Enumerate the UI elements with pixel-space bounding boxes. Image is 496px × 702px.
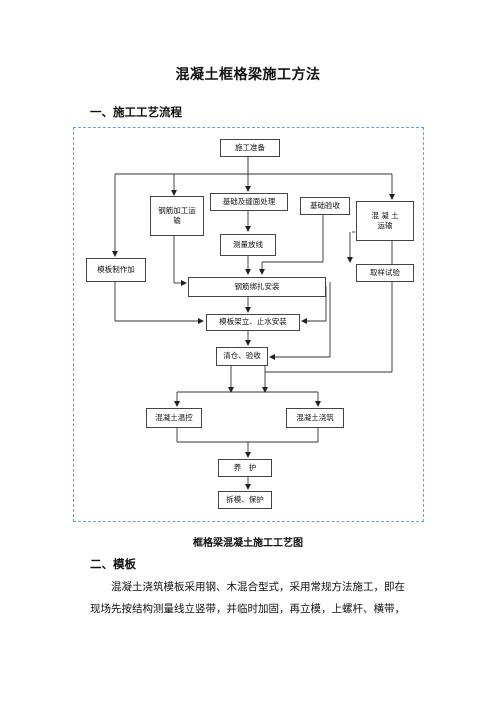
flow-step-formwork-make: 模板制作加 (86, 258, 146, 282)
flowchart-frame (73, 127, 424, 522)
flow-step-rebar-tie: 钢筋绑扎安装 (188, 277, 326, 297)
flow-step-survey: 测量放线 (220, 234, 276, 256)
section-heading-formwork: 二、模板 (90, 557, 136, 571)
flow-step-sampling: 取样试验 (356, 264, 414, 282)
flow-step-clean: 清仓、验收 (216, 347, 268, 366)
flow-step-formwork-install: 模板架立、止水安装 (206, 314, 300, 331)
flow-step-prep: 施工准备 (220, 139, 280, 157)
flow-step-cure: 养 护 (218, 459, 272, 477)
figure-caption: 框格梁混凝土施工工艺图 (193, 538, 303, 549)
document-title: 混凝土框格梁施工方法 (175, 67, 321, 83)
body-paragraph: 混凝土浇筑模板采用钢、木混合型式，采用常规方法施工，即在现场先按结构测量线立竖带… (90, 581, 405, 615)
flow-step-strip: 拆模、保护 (218, 491, 272, 509)
flow-step-pour: 混凝土浇筑 (286, 408, 344, 428)
flow-step-foundation: 基础及缝面处理 (210, 193, 288, 211)
flow-step-concrete-transport: 混 凝 土 运输 (356, 201, 414, 241)
flow-step-temp-control: 混凝土温控 (146, 408, 202, 428)
section-heading-process: 一、施工工艺流程 (90, 105, 182, 119)
flow-step-foundation-check: 基础验收 (300, 197, 350, 215)
flow-step-rebar-transport: 钢筋加工运 输 (150, 196, 204, 236)
